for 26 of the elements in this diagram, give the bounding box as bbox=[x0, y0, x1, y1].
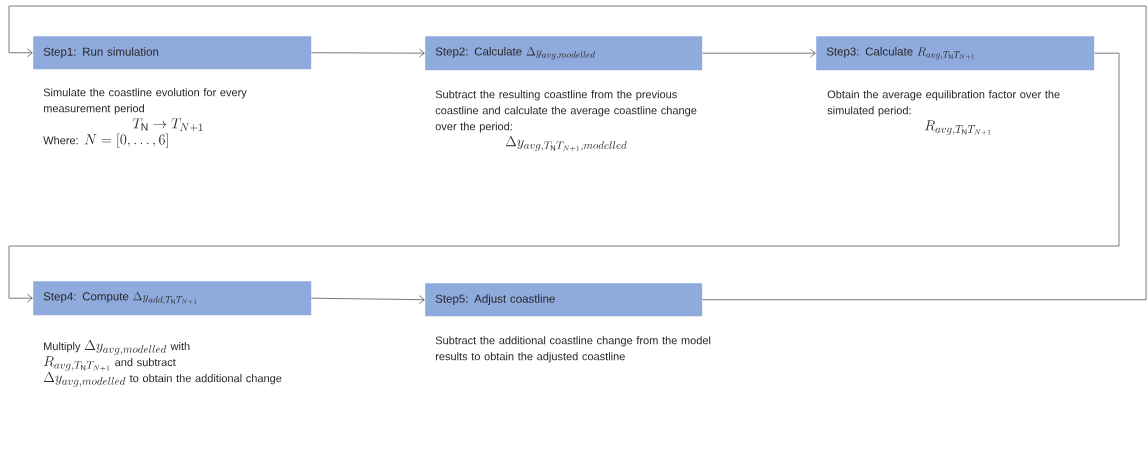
node-label: $\Delta y_{avg,modelled}$ bbox=[43, 371, 126, 387]
arrow bbox=[8, 5, 1147, 301]
node-label: $T_{\mathrm{N}} \rightarrow T_{N+1}$ bbox=[132, 118, 203, 132]
node-label: with bbox=[170, 342, 190, 351]
node-label: $N = [0, \ldots, 6]$ bbox=[84, 133, 168, 148]
arrow bbox=[8, 52, 1120, 303]
description-text: Simulate the coastline evolution for every measurement period $T_{\mathrm{N}} \rightarrow T_{N+1}$ Where: $N = [0, \ldots, 6]$ bbox=[43, 88, 247, 148]
arrow bbox=[702, 48, 816, 58]
arrow bbox=[311, 295, 425, 305]
description-text: Obtain the average equilibration factor over the simulated period: $R_{avg,T_{\mathrm{N}}T_{N+1}}$ bbox=[827, 90, 1060, 136]
description-text: Subtract the additional coastline change from the model results to obtain the adjusted coastline bbox=[435, 336, 711, 363]
description-text: Multiply $\Delta y_{avg,modelled}$ with $R_{avg,T_{\mathrm{N}}T_{N+1}}$ and subtract $\Delta y_{avg,modelled}$ to obtain the additional change bbox=[43, 339, 282, 387]
step-box: Step3: Calculate $R_{avg,T_{\mathrm{N}}T_{N+1}}$ bbox=[816, 36, 1095, 71]
step-box: Step2: Calculate $\Delta y_{avg,modelled}$ bbox=[425, 36, 703, 71]
step-box: Step5: Adjust coastline bbox=[425, 283, 703, 317]
step-box: Step1: Run simulation bbox=[33, 36, 312, 70]
node-label: Simulate the coastline evolution for every measurement period bbox=[43, 88, 247, 115]
node-label: $R_{avg,T_{\mathrm{N}}T_{N+1}}$ bbox=[43, 356, 110, 372]
node-label: Multiply bbox=[44, 342, 81, 353]
node-label: and subtract bbox=[115, 358, 176, 367]
description-text: Subtract the resulting coastline from the previous coastline and calculate the average coastline change over the period: $\Delta y_{avg,T_{\mathrm{N}}T_{N+1},modelled}$ bbox=[435, 90, 697, 152]
node-label: $\Delta y_{avg,modelled}$ bbox=[84, 339, 167, 355]
arrow bbox=[311, 48, 425, 58]
node-label: Where: bbox=[43, 136, 78, 145]
step-box: Step4: Compute $\Delta y_{add,T_{\mathrm{N}}T_{N+1}}$ bbox=[33, 281, 312, 316]
node-label: to obtain the additional change bbox=[129, 374, 282, 385]
